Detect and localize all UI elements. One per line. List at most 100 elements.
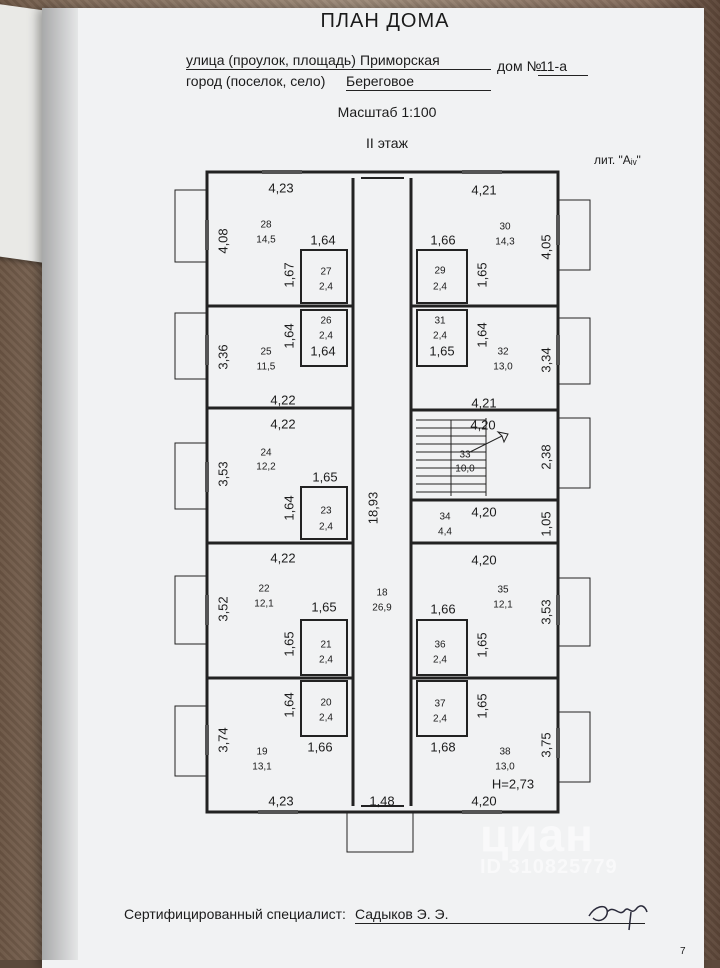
room-area: 12,1	[254, 598, 274, 610]
dimension: 3,53	[538, 599, 554, 625]
dimension: 1,66	[307, 739, 333, 755]
dimension: 1,67	[281, 262, 297, 288]
room-area: 2,4	[319, 712, 333, 724]
room-number: 22	[258, 583, 270, 595]
dimension: 4,22	[270, 392, 296, 408]
dimension: 3,34	[538, 347, 554, 373]
room-number: 31	[434, 315, 446, 327]
dimension: 4,21	[471, 182, 497, 198]
dimension: 1,65	[474, 693, 490, 719]
room-number: 33	[459, 449, 471, 461]
signature-line	[355, 923, 645, 924]
room-number: 21	[320, 639, 332, 651]
room-area: 13,1	[252, 761, 272, 773]
dimension: 18,93	[365, 491, 381, 525]
room-area: 13,0	[495, 761, 515, 773]
dimension: 4,08	[215, 228, 231, 254]
signature	[588, 905, 648, 931]
dimension: 1,68	[430, 739, 456, 755]
house-prefix: дом №	[497, 58, 542, 74]
dimension: 3,74	[215, 727, 231, 753]
room-number: 26	[320, 315, 332, 327]
dimension: 4,23	[268, 793, 294, 809]
room-area: 2,4	[319, 654, 333, 666]
room-number: 27	[320, 266, 332, 278]
dimension: 1,65	[474, 262, 490, 288]
room-area: 14,3	[495, 236, 515, 248]
room-number: 36	[434, 639, 446, 651]
dimension: 4,22	[270, 416, 296, 432]
document-page	[42, 8, 704, 968]
dimension: 1,64	[310, 343, 336, 359]
room-number: 35	[497, 584, 509, 596]
house-value: 11-а	[540, 58, 567, 74]
room-number: 19	[256, 746, 268, 758]
dimension: 3,52	[215, 596, 231, 622]
room-area: 2,4	[319, 281, 333, 293]
dimension: 1,65	[281, 631, 297, 657]
room-number: 25	[260, 346, 272, 358]
room-area: 2,4	[319, 521, 333, 533]
room-area: 12,1	[493, 599, 513, 611]
dimension: 1,65	[474, 632, 490, 658]
dimension: 1,48	[369, 793, 395, 809]
room-area: 2,4	[433, 713, 447, 725]
dimension: 1,65	[311, 599, 337, 615]
city-value: Береговое	[346, 73, 414, 89]
dimension: 4,05	[538, 234, 554, 260]
specialist-name: Садыков Э. Э.	[355, 906, 449, 922]
city-underline	[346, 90, 491, 91]
room-area: 13,0	[493, 361, 513, 373]
dimension: 4,22	[270, 550, 296, 566]
dimension: 3,75	[538, 732, 554, 758]
specialist-label: Сертифицированный специалист:	[124, 906, 346, 922]
dimension: 2,38	[538, 444, 554, 470]
room-area: 12,2	[256, 461, 276, 473]
liter-label: лит. "Aᵢᵥ"	[594, 153, 641, 167]
dimension: 4,20	[470, 417, 496, 433]
room-number: 32	[497, 346, 509, 358]
room-area: 2,4	[319, 330, 333, 342]
room-area: 10,0	[455, 463, 475, 475]
city-prefix: город (поселок, село)	[186, 73, 326, 89]
room-number: 24	[260, 447, 272, 459]
room-number: 29	[434, 265, 446, 277]
page-corner-mark: 7	[680, 946, 686, 957]
room-area: 2,4	[433, 654, 447, 666]
dimension: 1,64	[474, 322, 490, 348]
dimension: 4,20	[471, 552, 497, 568]
room-number: 23	[320, 505, 332, 517]
dimension: 1,64	[281, 323, 297, 349]
room-area: 2,4	[433, 330, 447, 342]
dimension: 3,53	[215, 461, 231, 487]
room-area: 11,5	[256, 361, 276, 373]
room-area: 26,9	[372, 602, 392, 614]
room-area: 14,5	[256, 234, 276, 246]
room-number: 30	[499, 221, 511, 233]
street-prefix: улица (проулок, площадь)	[186, 52, 356, 68]
dimension: 1,64	[281, 495, 297, 521]
outer-wall	[205, 170, 560, 814]
dimension: 1,65	[312, 469, 338, 485]
dimension: 1,64	[281, 692, 297, 718]
room-number: 20	[320, 697, 332, 709]
room-number: 34	[439, 511, 451, 523]
room-number: 28	[260, 219, 272, 231]
dimension: 1,66	[430, 232, 456, 248]
listing-id-watermark: ID 310825779	[480, 856, 618, 878]
dimension: 1,65	[429, 343, 455, 359]
dimension: 3,36	[215, 344, 231, 370]
street-value: Приморская	[360, 52, 440, 68]
dimension: 1,66	[430, 601, 456, 617]
scale-label: Масштаб 1:100	[337, 104, 437, 120]
ceiling-height-note: H=2,73	[491, 776, 535, 792]
house-underline	[538, 75, 588, 76]
room-area: 2,4	[433, 281, 447, 293]
floor-label: II этаж	[366, 135, 408, 151]
dimension: 4,21	[471, 395, 497, 411]
cian-watermark: циан	[480, 809, 594, 861]
street-underline	[186, 69, 491, 70]
dimension: 4,23	[268, 180, 294, 196]
dimension: 4,20	[471, 793, 497, 809]
